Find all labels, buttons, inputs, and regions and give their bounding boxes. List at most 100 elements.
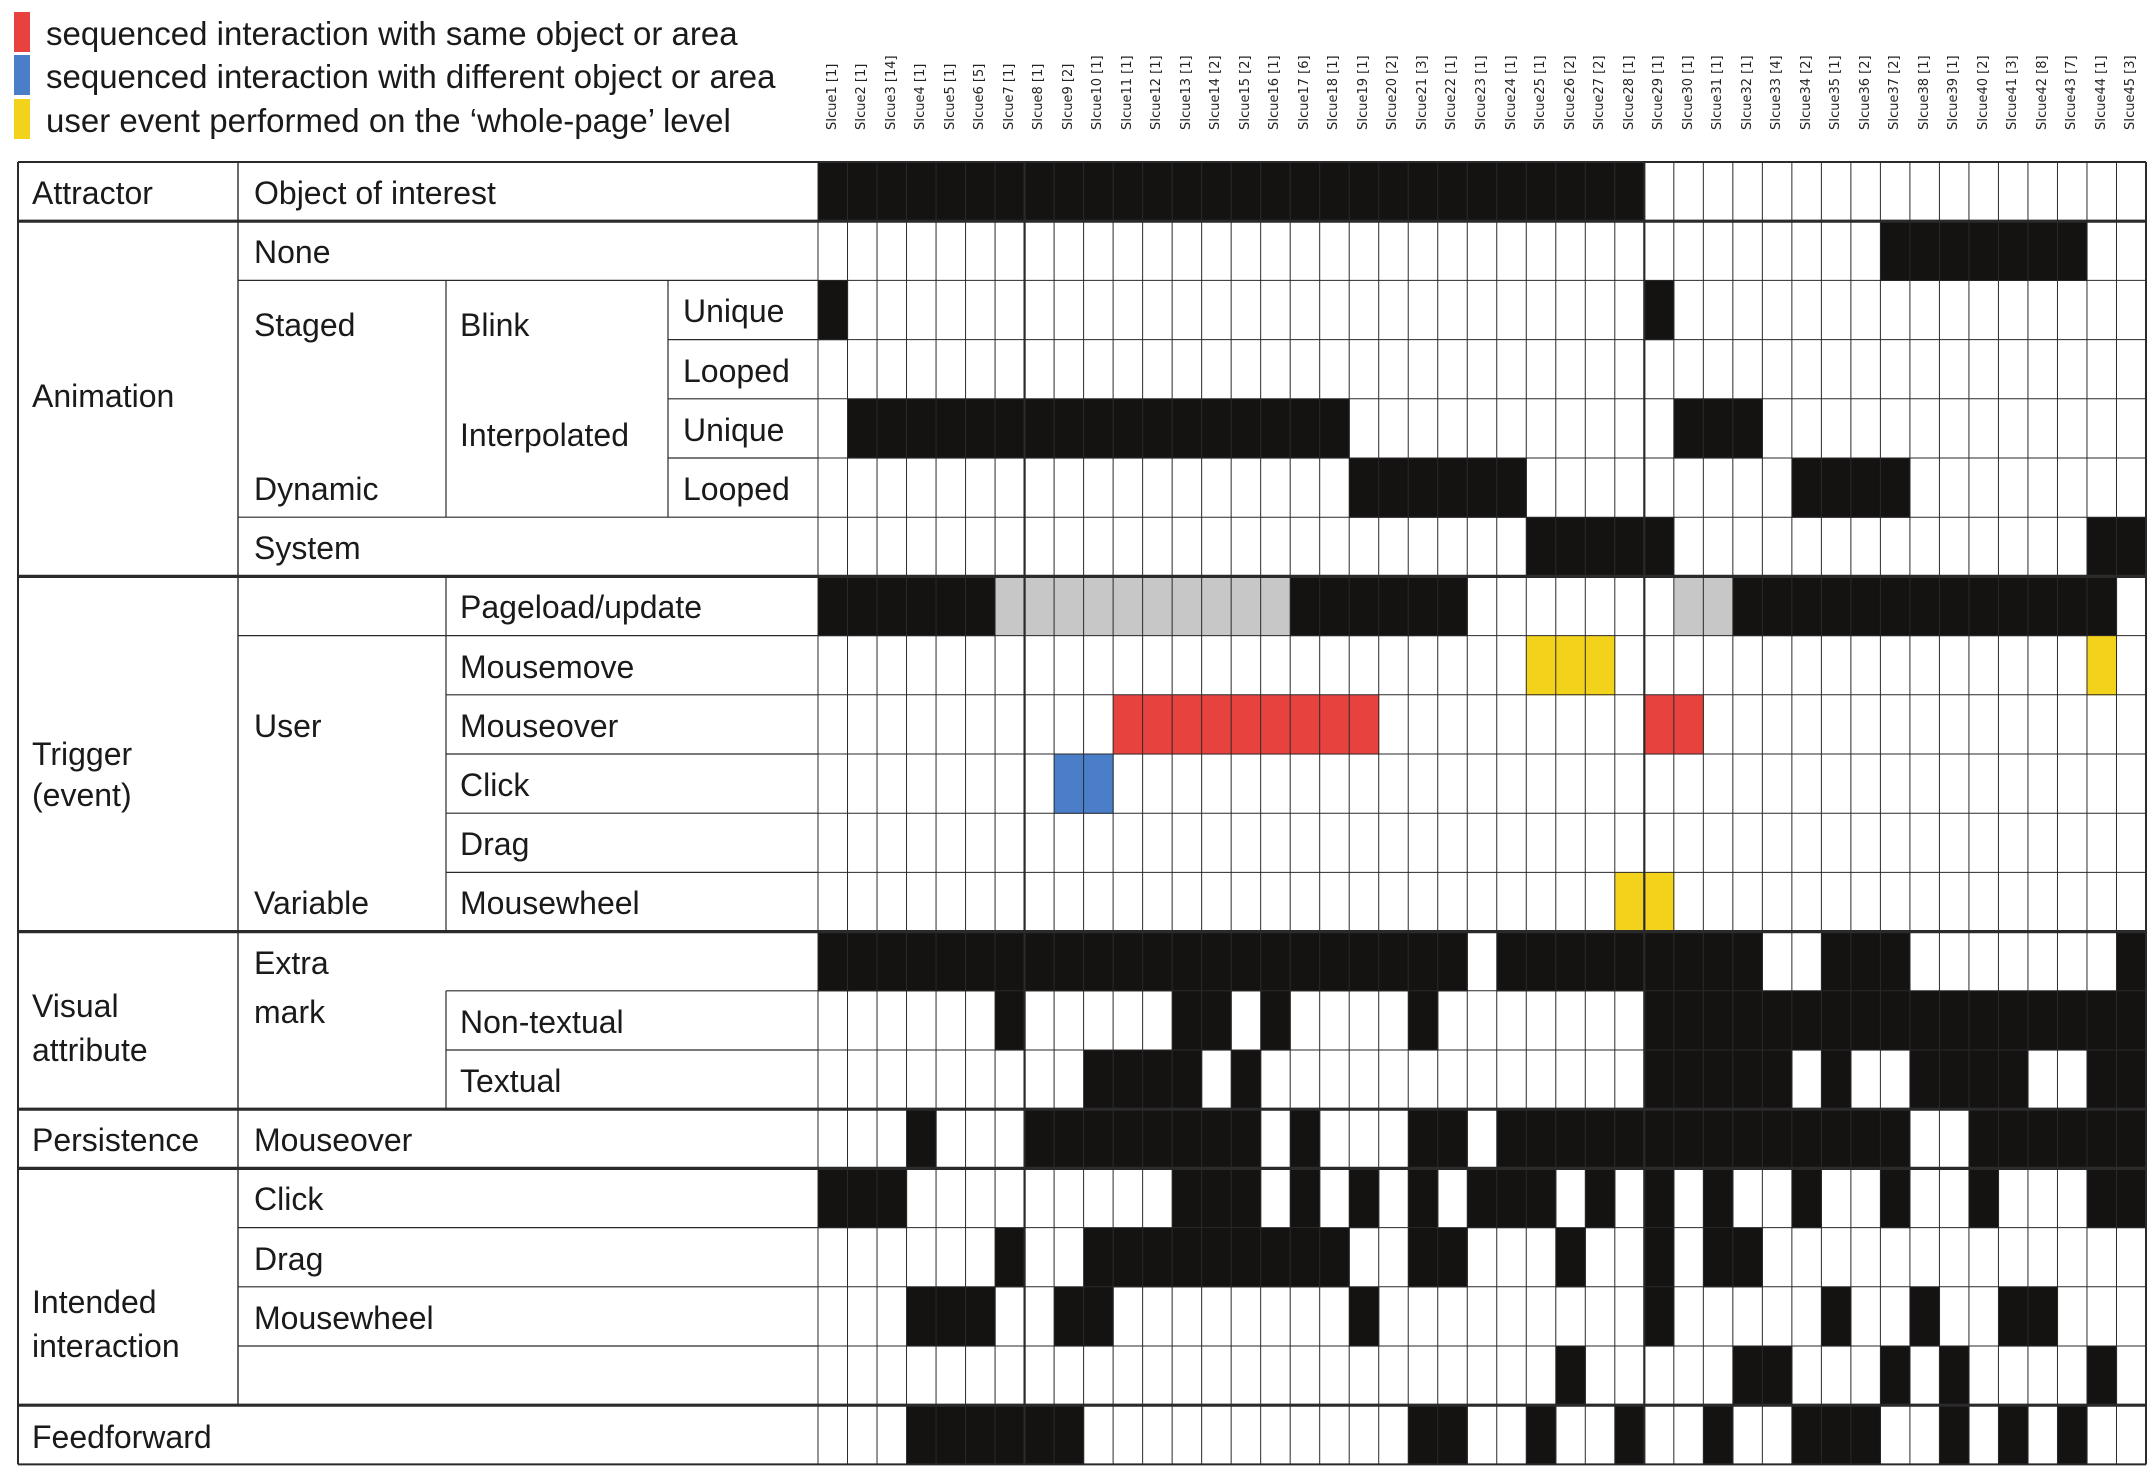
- row-label-looped: Looped: [683, 352, 790, 389]
- matrix-cell: [2057, 1405, 2088, 1465]
- matrix-cell: [1349, 458, 1380, 518]
- matrix-cell: [1644, 1050, 1675, 1110]
- matrix-cell: [1821, 931, 1852, 992]
- matrix-cell: [877, 576, 908, 637]
- matrix-cell: [936, 162, 967, 222]
- matrix-cell: [1526, 162, 1557, 222]
- matrix-cell: [1172, 1109, 1203, 1169]
- matrix-cell: [1496, 931, 1527, 992]
- matrix-cell: [1349, 694, 1380, 755]
- matrix-cell: [1290, 694, 1321, 755]
- matrix-cell: [1172, 1050, 1203, 1110]
- section-label-persistence: Persistence: [32, 1122, 200, 1159]
- matrix-cell: [936, 576, 967, 637]
- matrix-cell: [1408, 990, 1439, 1051]
- matrix-cell: [906, 931, 937, 992]
- matrix-cell: [1998, 1286, 2029, 1347]
- matrix-cell: [1644, 694, 1675, 755]
- matrix-cell: [1024, 576, 1055, 637]
- matrix-cell: [1231, 694, 1262, 755]
- row-label-click: Click: [460, 767, 530, 803]
- matrix-cell: [1880, 990, 1911, 1051]
- section-label-intended-sub: interaction: [32, 1327, 180, 1364]
- matrix-cell: [1172, 990, 1203, 1051]
- matrix-cell: [877, 398, 908, 459]
- matrix-cell: [1231, 1109, 1262, 1169]
- matrix-cell: [965, 931, 996, 992]
- matrix-cell: [1998, 1050, 2029, 1110]
- matrix-cell: [965, 1405, 996, 1465]
- matrix-cell: [1437, 1227, 1468, 1288]
- matrix-cell: [1850, 931, 1881, 992]
- matrix-cell: [995, 162, 1026, 222]
- matrix-cell: [1113, 694, 1144, 755]
- row-label-blink: Blink: [460, 307, 530, 344]
- matrix-cell: [1349, 162, 1380, 222]
- matrix-cell: [1732, 1050, 1763, 1110]
- matrix-cell: [877, 931, 908, 992]
- matrix-cell: [1850, 1405, 1881, 1465]
- matrix-cell: [1732, 931, 1763, 992]
- matrix-cell: [1260, 1227, 1291, 1288]
- matrix-cell: [1201, 1227, 1232, 1288]
- matrix-cell: [1968, 1168, 2000, 1229]
- matrix-cell: [2057, 221, 2088, 281]
- legend: sequenced interaction with same object o…: [0, 0, 820, 150]
- matrix-cell: [1909, 1050, 1941, 1110]
- matrix-cell: [1673, 398, 1704, 459]
- matrix-cell: [1260, 990, 1291, 1051]
- matrix-cell: [1732, 1227, 1763, 1288]
- matrix-cell: [1909, 221, 1941, 281]
- matrix-cell: [1408, 162, 1439, 222]
- matrix-cell: [906, 398, 937, 459]
- matrix-cell: [1319, 398, 1350, 459]
- matrix-cell: [1703, 1227, 1734, 1288]
- matrix-cell: [1555, 517, 1586, 577]
- matrix-cell: [1968, 1109, 2000, 1169]
- matrix-cell: [1998, 990, 2029, 1051]
- matrix-cell: [1172, 398, 1203, 459]
- matrix-cell: [1054, 754, 1085, 814]
- row-label-looped: Looped: [683, 471, 790, 507]
- matrix-cell: [1762, 576, 1793, 637]
- row-label-mousewheel: Mousewheel: [460, 885, 640, 922]
- matrix-cell: [1880, 1346, 1911, 1406]
- matrix-cell: [2086, 1346, 2118, 1406]
- row-label-user: User: [254, 707, 322, 744]
- matrix-cell: [1555, 1109, 1586, 1169]
- matrix-cell: [906, 576, 937, 637]
- matrix-cell: [1585, 1109, 1616, 1169]
- matrix-cell: [1231, 1050, 1262, 1110]
- matrix-cell: [906, 1405, 937, 1465]
- matrix-cell: [1762, 1050, 1793, 1110]
- matrix-cell: [1113, 576, 1144, 637]
- matrix-cell: [1378, 576, 1409, 637]
- matrix-cell: [1113, 1050, 1144, 1110]
- matrix-cell: [2116, 1109, 2147, 1169]
- matrix-cell: [1732, 576, 1763, 637]
- matrix-cell: [1024, 1109, 1055, 1169]
- matrix-cell: [1172, 1227, 1203, 1288]
- matrix-cell: [1231, 576, 1262, 637]
- row-label-mouseover: Mouseover: [460, 707, 619, 744]
- row-label-none: None: [254, 234, 331, 271]
- matrix-cell: [995, 576, 1026, 637]
- section-label-feedforward: Feedforward: [32, 1419, 212, 1456]
- matrix-cell: [1703, 576, 1734, 637]
- matrix-cell: [1408, 931, 1439, 992]
- legend-label: user event performed on the ‘whole-page’…: [46, 102, 731, 139]
- matrix-cell: [2027, 1109, 2059, 1169]
- matrix-cell: [1939, 221, 1970, 281]
- matrix-cell: [1909, 576, 1941, 637]
- matrix-cell: [965, 398, 996, 459]
- matrix-cell: [1083, 162, 1114, 222]
- matrix-cell: [1172, 931, 1203, 992]
- matrix-cell: [1113, 398, 1144, 459]
- matrix-cell: [1880, 576, 1911, 637]
- matrix-cell: [1408, 1227, 1439, 1288]
- matrix-cell: [1614, 931, 1645, 992]
- matrix-cell: [1024, 398, 1055, 459]
- matrix-cell: [1880, 458, 1911, 518]
- matrix-cell: [1614, 162, 1645, 222]
- matrix-cell: [1024, 1405, 1055, 1465]
